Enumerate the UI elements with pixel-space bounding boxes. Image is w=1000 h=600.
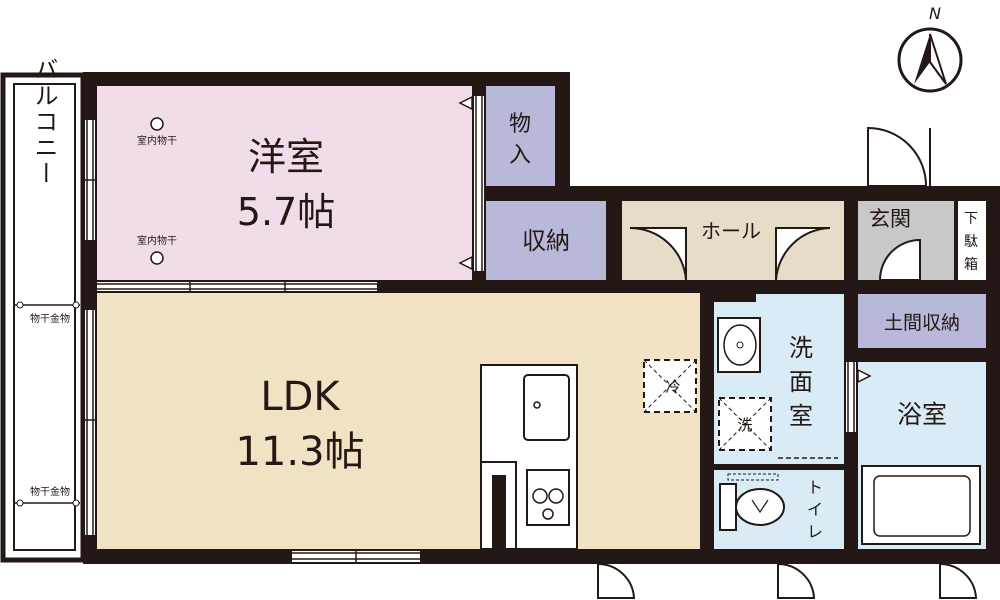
room-toilet-line2: イ [807, 500, 823, 519]
room-closet-line2: 入 [509, 143, 531, 168]
outdoor-dry-label-1: 物干金物 [30, 312, 70, 325]
room-hall-name: ホール [701, 219, 761, 243]
room-closet-fill [486, 86, 555, 186]
door-swings [597, 126, 978, 599]
room-washroom-line3: 室 [789, 402, 813, 430]
room-ldk-name: LDK [260, 374, 341, 420]
room-entrance-name: 玄関 [869, 207, 911, 231]
room-storage-name: 収納 [522, 227, 570, 255]
balcony-label: バルコニー [30, 57, 58, 187]
room-earth-storage-name: 土間収納 [884, 312, 960, 334]
washer-space: 洗 [718, 397, 772, 451]
indoor-dry-hook-2 [150, 251, 164, 265]
room-toilet-line1: ト [807, 478, 823, 497]
room-storage-fill [486, 201, 606, 280]
room-ldk-fill [97, 293, 700, 549]
fridge-label: 冷 [665, 378, 680, 396]
washer-label: 洗 [737, 416, 752, 434]
shoe-box-line1: 下 [964, 211, 978, 227]
room-western-size: 5.7帖 [237, 190, 335, 234]
sliding-doors [83, 96, 855, 564]
room-earth-storage-fill [858, 294, 986, 348]
compass: N [897, 4, 963, 93]
room-hall-fill [622, 201, 844, 280]
closet-door-marker-bottom [458, 255, 473, 271]
room-western-name: 洋室 [248, 135, 324, 179]
kitchen-stove [526, 469, 570, 526]
toilet-fixture [719, 473, 785, 531]
outdoor-dry-label-2: 物干金物 [30, 485, 70, 498]
room-toilet-line3: レ [807, 522, 823, 541]
shoe-box-line2: 駄 [964, 234, 978, 250]
room-closet-line1: 物 [509, 112, 531, 137]
room-washroom-line1: 洗 [789, 334, 813, 362]
room-bathroom-name: 浴室 [897, 400, 947, 429]
closet-door-marker-top [458, 95, 473, 111]
room-ldk-size: 11.3帖 [235, 429, 364, 475]
compass-north-label: N [929, 4, 941, 23]
indoor-dry-hook-1 [150, 117, 164, 131]
indoor-dry-label-1: 室内物干 [137, 134, 177, 147]
bath-door-marker [857, 368, 872, 384]
shoe-box-line3: 箱 [964, 257, 978, 273]
room-shoe-box-fill [958, 201, 986, 280]
indoor-dry-label-2: 室内物干 [137, 234, 177, 247]
washroom-shelf [714, 294, 756, 302]
washbasin [717, 317, 761, 373]
bathtub [861, 465, 981, 545]
room-washroom-line2: 面 [789, 368, 813, 396]
kitchen-sink [523, 374, 570, 441]
fridge-space: 冷 [643, 359, 697, 413]
kitchen-counter [480, 364, 578, 550]
room-western-fill [97, 86, 472, 280]
